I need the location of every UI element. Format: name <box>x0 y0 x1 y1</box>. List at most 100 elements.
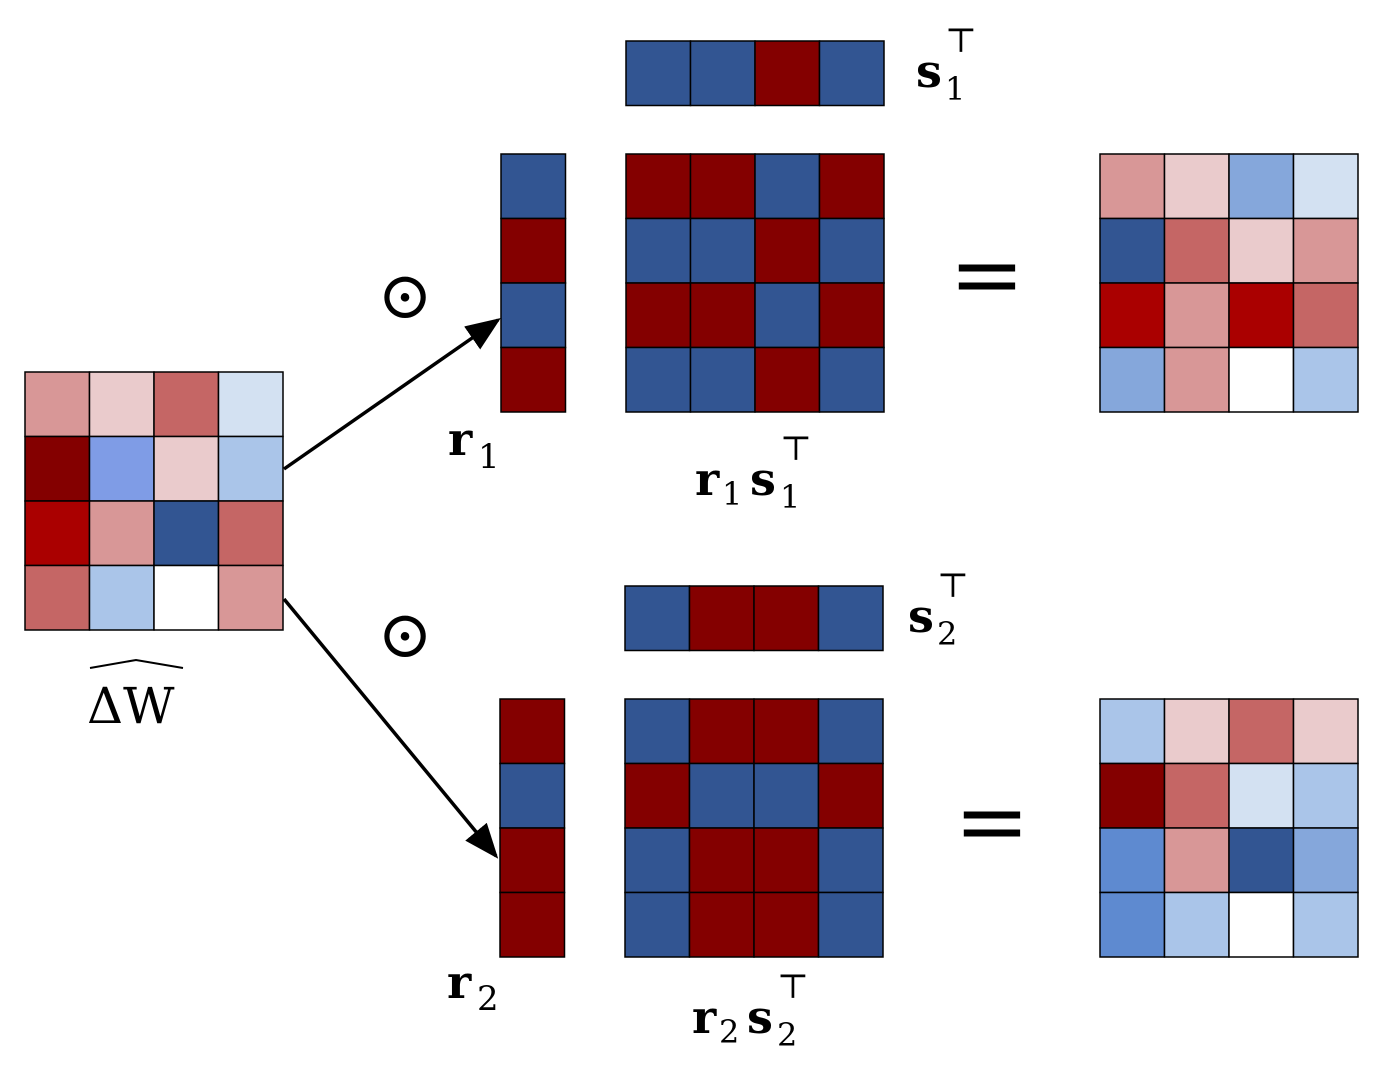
hadamard-operator-2: ⊙ <box>377 596 432 673</box>
s2-row-vector <box>624 585 884 652</box>
widehat-accent <box>89 658 184 669</box>
result2-cell-1-3 <box>1292 762 1359 829</box>
delta_w-cell-0-2 <box>153 371 220 438</box>
r2-cell-0-0 <box>499 698 566 765</box>
r1s1-cell-2-1 <box>689 282 756 349</box>
r2s2-cell-2-0 <box>624 827 691 894</box>
r2s2-cell-3-3 <box>817 891 884 958</box>
result2-cell-2-0 <box>1099 827 1166 894</box>
r2s2-cell-0-2 <box>753 698 820 765</box>
r1s1-label-r-subscript: 1 <box>722 475 742 513</box>
result1-cell-1-3 <box>1292 217 1359 284</box>
delta_w-cell-0-1 <box>88 371 155 438</box>
delta_w-cell-1-1 <box>88 435 155 502</box>
r1-column-vector <box>500 153 567 413</box>
result1-cell-3-2 <box>1228 346 1295 413</box>
result1-cell-0-2 <box>1228 153 1295 220</box>
r1-label-base: r <box>448 412 473 466</box>
r2s2-cell-1-2 <box>753 762 820 829</box>
r2s2-label-r-subscript: 2 <box>719 1013 739 1051</box>
r2s2-cell-1-3 <box>817 762 884 829</box>
result2-cell-0-3 <box>1292 698 1359 765</box>
result2-cell-1-0 <box>1099 762 1166 829</box>
r2-cell-2-0 <box>499 827 566 894</box>
r2s2-cell-1-1 <box>688 762 755 829</box>
r2s2-cell-0-0 <box>624 698 691 765</box>
result2-matrix <box>1099 698 1359 958</box>
r2s2-label-s: s <box>747 990 773 1044</box>
result1-cell-0-0 <box>1099 153 1166 220</box>
r1s1-label-r: r <box>695 452 720 506</box>
result1-cell-3-3 <box>1292 346 1359 413</box>
r1s1-cell-1-2 <box>754 217 821 284</box>
result2-cell-3-3 <box>1292 891 1359 958</box>
r1s1-cell-0-3 <box>818 153 885 220</box>
delta_w-cell-0-3 <box>217 371 284 438</box>
delta_w-cell-3-1 <box>88 564 155 631</box>
s2-cell-0-2 <box>753 585 820 652</box>
r1s1-cell-3-1 <box>689 346 756 413</box>
s1-label-transpose: ⊤ <box>945 21 977 61</box>
r1s1-cell-3-3 <box>818 346 885 413</box>
r2s2-cell-1-0 <box>624 762 691 829</box>
r2-label-subscript: 2 <box>477 979 499 1019</box>
result2-cell-2-1 <box>1163 827 1230 894</box>
result2-cell-3-1 <box>1163 891 1230 958</box>
s1-label-base: s <box>916 44 942 98</box>
s2-cell-0-3 <box>817 585 884 652</box>
result1-cell-2-0 <box>1099 282 1166 349</box>
result2-cell-0-2 <box>1228 698 1295 765</box>
r1s1-cell-0-1 <box>689 153 756 220</box>
result2-cell-2-3 <box>1292 827 1359 894</box>
r1-cell-2-0 <box>500 282 567 349</box>
equals-sign-1: = <box>949 222 1024 327</box>
r1s1-cell-3-0 <box>625 346 692 413</box>
delta_w-cell-0-0 <box>24 371 91 438</box>
result1-cell-2-2 <box>1228 282 1295 349</box>
r2s2-cell-3-2 <box>753 891 820 958</box>
r1-label-subscript: 1 <box>478 437 500 477</box>
r2s2-label-s-subscript: 2 <box>777 1016 797 1054</box>
result2-cell-0-0 <box>1099 698 1166 765</box>
delta_w-cell-1-3 <box>217 435 284 502</box>
r2s2-label-transpose: ⊤ <box>777 967 809 1007</box>
arrow-to-r2 <box>282 597 499 859</box>
s2-label-transpose: ⊤ <box>937 566 969 606</box>
delta_w-cell-1-0 <box>24 435 91 502</box>
s1-cell-0-2 <box>754 40 821 107</box>
r1s1-cell-1-3 <box>818 217 885 284</box>
result1-cell-3-0 <box>1099 346 1166 413</box>
arrow-to-r1 <box>283 318 501 471</box>
r1s1-cell-1-0 <box>625 217 692 284</box>
result2-cell-1-2 <box>1228 762 1295 829</box>
r1s1-outer-product-matrix <box>625 153 885 413</box>
r1s1-cell-2-2 <box>754 282 821 349</box>
r1s1-cell-0-2 <box>754 153 821 220</box>
r2s2-outer-product-matrix <box>624 698 884 958</box>
r2s2-cell-2-3 <box>817 827 884 894</box>
r2-column-vector <box>499 698 566 958</box>
r2s2-cell-2-1 <box>688 827 755 894</box>
equals-sign-2: = <box>954 769 1029 874</box>
delta_w-cell-2-3 <box>217 500 284 567</box>
r1-cell-3-0 <box>500 346 567 413</box>
result1-cell-2-3 <box>1292 282 1359 349</box>
delta-w-matrix <box>24 371 284 631</box>
s1-row-vector <box>625 40 885 107</box>
r1s1-label-s-subscript: 1 <box>780 478 800 516</box>
s1-label-subscript: 1 <box>945 70 965 108</box>
result2-cell-3-2 <box>1228 891 1295 958</box>
result1-cell-3-1 <box>1163 346 1230 413</box>
result1-cell-0-3 <box>1292 153 1359 220</box>
delta_w-cell-1-2 <box>153 435 220 502</box>
r1s1-cell-1-1 <box>689 217 756 284</box>
r1-cell-0-0 <box>500 153 567 220</box>
r2-label-base: r <box>447 955 472 1009</box>
r2s2-cell-0-3 <box>817 698 884 765</box>
s2-cell-0-0 <box>624 585 691 652</box>
r1s1-label-transpose: ⊤ <box>780 429 812 469</box>
r1s1-cell-3-2 <box>754 346 821 413</box>
result1-cell-1-1 <box>1163 217 1230 284</box>
result2-cell-1-1 <box>1163 762 1230 829</box>
